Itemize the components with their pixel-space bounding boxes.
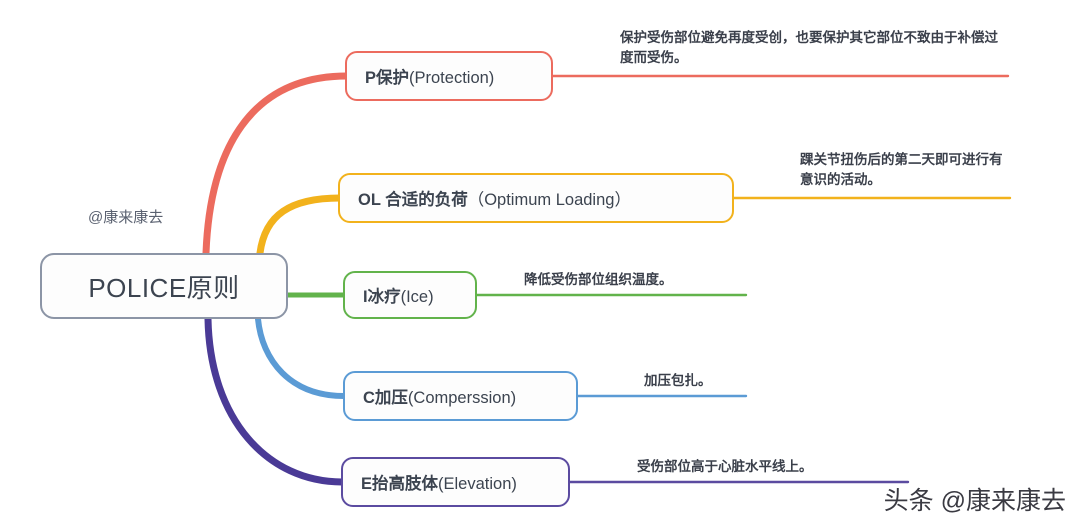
branch-label-optimum-loading: OL 合适的负荷（Optimum Loading） xyxy=(340,186,649,210)
connector-compression xyxy=(255,316,347,399)
branch-label-cn-elevation: E抬高肢体 xyxy=(361,475,439,493)
platform-watermark-text: 头条 @康来康去 xyxy=(883,487,1066,515)
branch-label-en-optimum-loading: （Optimum Loading） xyxy=(467,191,631,209)
branch-label-en-protection: (Protection) xyxy=(409,69,495,87)
branch-node-protection[interactable]: P保护(Protection) xyxy=(345,51,553,101)
branch-label-en-ice: (Ice) xyxy=(400,288,434,306)
connector-protection xyxy=(202,72,351,257)
author-handle: @康来康去 xyxy=(88,209,164,226)
connector-optimum-loading xyxy=(256,194,344,257)
branch-label-cn-optimum-loading: OL 合适的负荷 xyxy=(358,191,468,209)
branch-label-protection: P保护(Protection) xyxy=(347,64,512,88)
branch-node-elevation[interactable]: E抬高肢体(Elevation) xyxy=(341,457,570,507)
platform-watermark: 头条 @康来康去 xyxy=(884,481,1066,517)
branch-desc-compression: 加压包扎。 xyxy=(644,373,712,388)
branch-label-en-elevation: (Elevation) xyxy=(438,475,517,493)
branch-label-en-compression: (Comperssion) xyxy=(407,389,517,407)
branch-node-ice[interactable]: I冰疗(Ice) xyxy=(343,271,477,319)
central-node-label: POLICE原则 xyxy=(88,272,240,303)
connector-elevation xyxy=(204,315,346,486)
branch-label-cn-protection: P保护 xyxy=(365,69,410,87)
branch-desc-ice: 降低受伤部位组织温度。 xyxy=(524,272,673,287)
branch-label-compression: C加压(Comperssion) xyxy=(345,384,534,408)
branch-desc-optimum-loading: 踝关节扭伤后的第二天即可进行有意识的活动。 xyxy=(800,152,1003,187)
branch-label-ice: I冰疗(Ice) xyxy=(345,283,452,307)
branch-node-optimum-loading[interactable]: OL 合适的负荷（Optimum Loading） xyxy=(338,173,734,223)
branch-desc-elevation: 受伤部位高于心脏水平线上。 xyxy=(637,459,813,474)
branch-label-elevation: E抬高肢体(Elevation) xyxy=(343,470,535,494)
central-node[interactable]: POLICE原则 xyxy=(40,253,288,319)
branch-label-cn-compression: C加压 xyxy=(363,389,408,407)
branch-desc-protection: 保护受伤部位避免再度受创，也要保护其它部位不致由于补偿过度而受伤。 xyxy=(620,30,998,65)
branch-node-compression[interactable]: C加压(Comperssion) xyxy=(343,371,578,421)
branch-label-cn-ice: I冰疗 xyxy=(363,288,401,306)
